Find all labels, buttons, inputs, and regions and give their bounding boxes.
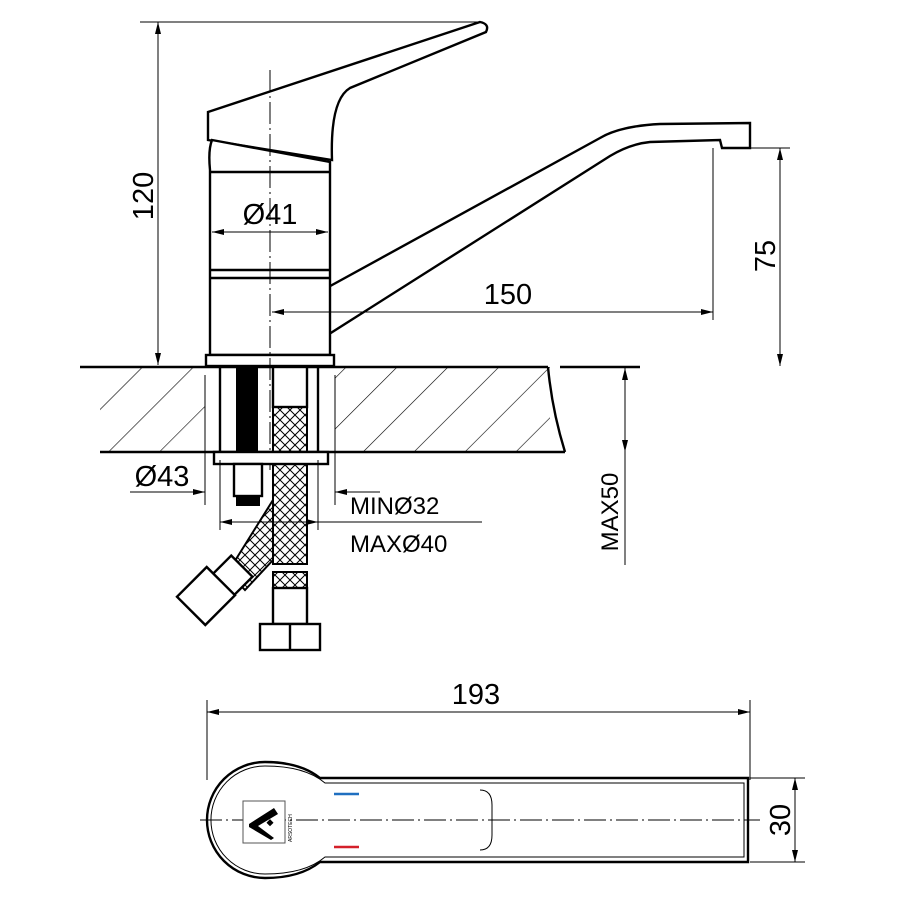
- faucet-side-view: [175, 20, 752, 652]
- dim-base-diameter: Ø43: [135, 461, 190, 493]
- hot-hose: [272, 463, 308, 565]
- dim-spout-width: 30: [765, 804, 797, 836]
- dim-hole-min: MINØ32: [350, 493, 439, 520]
- countertop-section: [80, 365, 640, 454]
- dim-hole-max: MAXØ40: [350, 531, 447, 558]
- hose-fitting: [271, 365, 309, 409]
- lever-handle: [206, 20, 489, 162]
- svg-text:ARSOTECH: ARSOTECH: [288, 814, 294, 842]
- dim-counter-thickness: MAX50: [597, 473, 624, 552]
- dim-body-diameter: Ø41: [243, 199, 298, 231]
- mounting-washer: [212, 450, 330, 466]
- dimension-lines: [130, 21, 805, 863]
- dim-spout-height: 75: [750, 240, 782, 272]
- dim-total-length: 193: [452, 679, 500, 711]
- brand-logo: ARSOTECH: [242, 800, 294, 844]
- dim-spout-reach: 150: [484, 279, 532, 311]
- faucet-top-view: ARSOTECH: [200, 760, 760, 880]
- dim-height-120: 120: [128, 172, 160, 220]
